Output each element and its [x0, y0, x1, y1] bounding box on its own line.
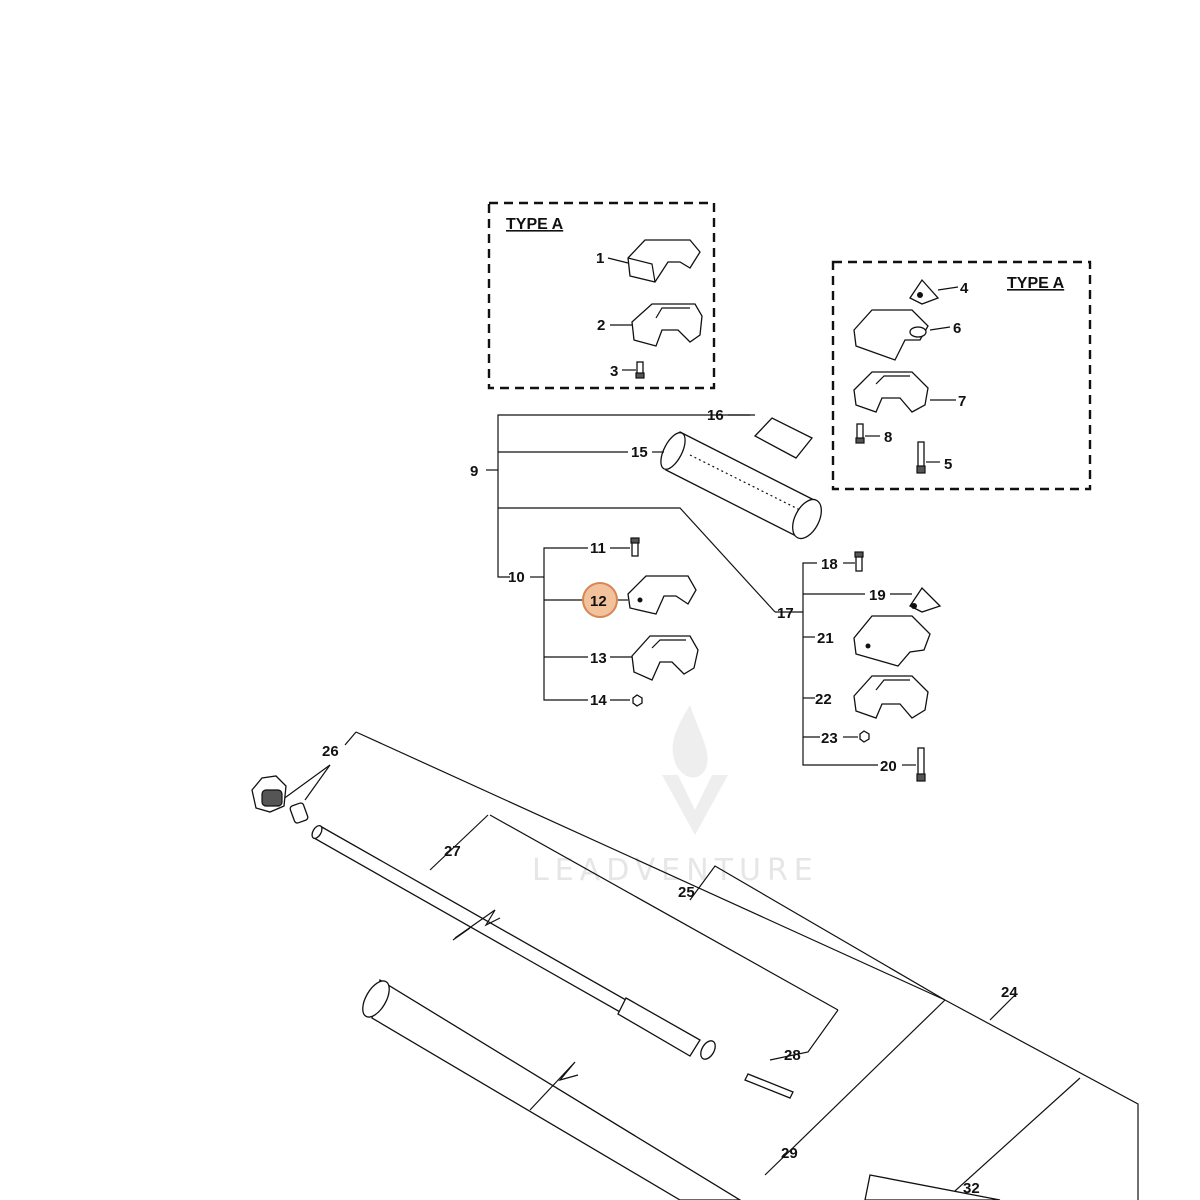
watermark-text: LEADVENTURE — [532, 853, 819, 888]
part-6-clamp-cap[interactable] — [853, 309, 929, 361]
part-label-5[interactable]: 5 — [944, 456, 952, 473]
part-13-clamp-base[interactable] — [631, 635, 699, 681]
part-label-16[interactable]: 16 — [707, 407, 724, 424]
part-label-3[interactable]: 3 — [610, 363, 618, 380]
part-label-15[interactable]: 15 — [631, 444, 648, 461]
part-23-nut[interactable] — [859, 730, 870, 743]
assembly-tree-9: 9 — [470, 414, 776, 613]
type-a-label-left: TYPE A — [506, 216, 564, 233]
part-32-tube-end[interactable] — [864, 1174, 1001, 1200]
part-11-screw[interactable] — [630, 537, 640, 557]
part-5-bolt[interactable] — [916, 441, 926, 474]
part-20-bolt[interactable] — [916, 747, 926, 782]
part-19-triangle-insert[interactable] — [909, 586, 942, 613]
assembly-tree-17: 17 — [775, 562, 878, 766]
assembly-tree-lower — [274, 731, 1139, 1200]
part-2-clamp-base[interactable] — [631, 303, 703, 347]
part-7-clamp-base[interactable] — [853, 371, 929, 413]
part-14-nut[interactable] — [632, 694, 643, 707]
type-a-box-left: TYPE A 1 2 3 — [487, 201, 716, 390]
part-label-11[interactable]: 11 — [590, 540, 606, 557]
part-label-13[interactable]: 13 — [590, 650, 607, 667]
leadventure-watermark: LEADVENTURE — [532, 705, 819, 888]
part-label-10[interactable]: 10 — [508, 569, 525, 586]
part-label-12[interactable]: 12 — [590, 593, 607, 610]
part-label-7[interactable]: 7 — [958, 393, 966, 410]
part-label-28[interactable]: 28 — [784, 1047, 801, 1064]
part-label-23[interactable]: 23 — [821, 730, 838, 747]
part-12-clamp-cap[interactable] — [627, 575, 697, 615]
part-12-highlight-marker[interactable]: 12 — [582, 582, 618, 618]
part-label-18[interactable]: 18 — [821, 556, 838, 573]
part-29-main-tube[interactable] — [357, 977, 742, 1200]
part-label-24[interactable]: 24 — [1001, 984, 1018, 1001]
part-8-screw[interactable] — [855, 423, 865, 444]
part-label-29[interactable]: 29 — [781, 1145, 798, 1162]
part-label-9[interactable]: 9 — [470, 463, 478, 480]
part-26-drive-coupling[interactable] — [251, 775, 309, 824]
part-label-25[interactable]: 25 — [678, 884, 695, 901]
part-18-screw[interactable] — [854, 551, 864, 572]
part-label-32[interactable]: 32 — [963, 1180, 980, 1197]
part-label-2[interactable]: 2 — [597, 317, 605, 334]
part-label-4[interactable]: 4 — [960, 280, 969, 297]
part-15-handle-tube[interactable] — [656, 429, 827, 543]
part-label-14[interactable]: 14 — [590, 692, 607, 709]
part-3-screw[interactable] — [635, 361, 645, 379]
part-label-26[interactable]: 26 — [322, 743, 339, 760]
part-27-drive-shaft[interactable] — [310, 824, 718, 1062]
part-label-20[interactable]: 20 — [880, 758, 897, 775]
type-a-label-right: TYPE A — [1007, 275, 1065, 292]
part-21-clamp-cap[interactable] — [853, 615, 931, 667]
part-28-pin[interactable] — [744, 1073, 794, 1099]
part-1-clamp-cap[interactable] — [627, 239, 701, 283]
part-label-1[interactable]: 1 — [596, 250, 604, 267]
type-a-box-right: TYPE A 4 6 7 8 — [831, 260, 1092, 491]
part-label-19[interactable]: 19 — [869, 587, 886, 604]
part-4-triangle-insert[interactable] — [909, 278, 940, 305]
part-label-21[interactable]: 21 — [817, 630, 834, 647]
part-label-22[interactable]: 22 — [815, 691, 832, 708]
part-label-8[interactable]: 8 — [884, 429, 892, 446]
part-label-17[interactable]: 17 — [777, 605, 794, 622]
part-22-clamp-base[interactable] — [853, 675, 929, 719]
part-label-6[interactable]: 6 — [953, 320, 961, 337]
part-16-decal[interactable] — [753, 417, 814, 459]
part-label-27[interactable]: 27 — [444, 843, 461, 860]
assembly-tree-10: 10 — [508, 547, 588, 701]
